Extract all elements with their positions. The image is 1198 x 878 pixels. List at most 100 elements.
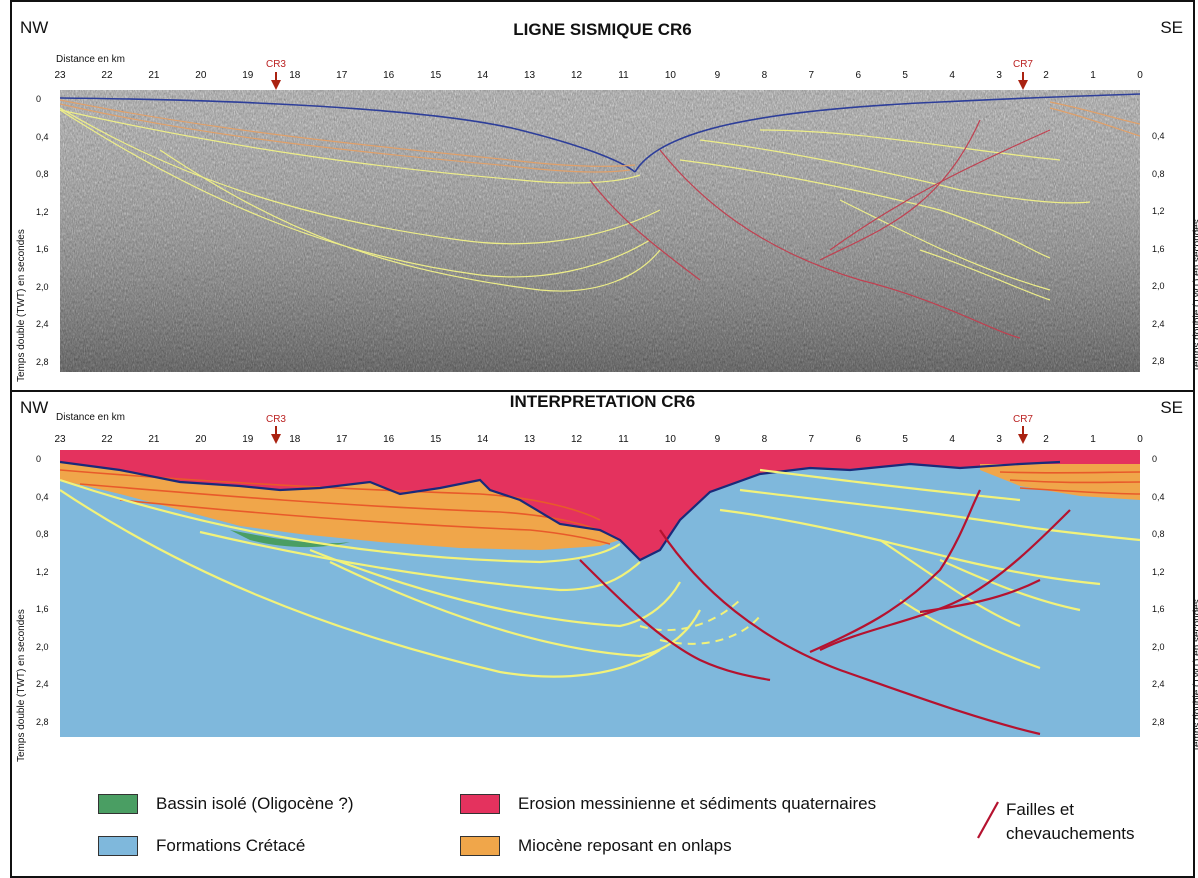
y-axis-label-left: Temps double (TWT) en secondes — [16, 229, 27, 382]
x-tick-label: 3 — [996, 434, 1002, 445]
x-tick-label: 20 — [195, 434, 207, 445]
seismic-section-image — [60, 90, 1140, 372]
y-tick-label: 2,4 — [36, 319, 49, 329]
orientation-nw: NW — [20, 398, 49, 417]
y-tick-label: 1,2 — [36, 566, 49, 577]
y-tick-label: 2,0 — [1152, 641, 1165, 652]
fault-legend-icon — [977, 801, 999, 839]
y-tick-label: 2,8 — [36, 356, 49, 367]
y-tick-label: 2,8 — [36, 716, 49, 727]
x-tick-label: 21 — [148, 434, 160, 445]
legend-swatch-cretaceous — [98, 836, 138, 856]
x-tick-label: 21 — [148, 70, 160, 81]
y-tick-label: 1,2 — [1152, 566, 1165, 577]
x-tick-label: 17 — [336, 434, 348, 445]
x-tick-label: 9 — [714, 434, 721, 445]
x-tick-label: 9 — [714, 70, 721, 81]
x-tick-label: 4 — [949, 70, 955, 81]
x-tick-label: 14 — [477, 434, 489, 445]
y-tick-label: 0,4 — [36, 131, 49, 142]
interpretation-panel: NW SE INTERPRETATION CR6 Distance en km … — [10, 390, 1198, 878]
x-tick-label: 19 — [242, 70, 254, 81]
x-tick-label: 19 — [242, 434, 254, 445]
y-tick-label: 1,6 — [36, 604, 49, 614]
x-tick-label: 8 — [761, 434, 768, 445]
orientation-se: SE — [1160, 398, 1183, 417]
y-axis-label-right: Temps double (TWT) en secondes — [1192, 599, 1198, 752]
panel-title: INTERPRETATION CR6 — [509, 392, 696, 411]
legend-label-erosion: Erosion messinienne et sédiments quatern… — [518, 794, 877, 813]
legend-label-miocene: Miocène reposant en onlaps — [518, 836, 732, 855]
y-tick-label: 0,8 — [1152, 529, 1165, 539]
x-tick-label: 23 — [54, 70, 66, 81]
well-cr7-marker — [1022, 426, 1024, 434]
y-tick-label: 1,2 — [1152, 206, 1165, 216]
x-tick-label: 5 — [902, 70, 908, 81]
x-tick-label: 3 — [996, 70, 1002, 81]
y-tick-label: 1,2 — [36, 206, 49, 217]
x-tick-label: 10 — [664, 434, 676, 445]
x-tick-label: 16 — [383, 70, 395, 81]
y-tick-label: 2,8 — [1152, 356, 1165, 366]
y-tick-label: 2,0 — [36, 281, 49, 292]
x-tick-label: 20 — [195, 70, 207, 81]
y-tick-label: 0 — [1152, 454, 1158, 464]
x-tick-label: 6 — [855, 434, 862, 445]
well-cr3-arrow-icon — [271, 80, 281, 90]
y-axis-label-left: Temps double (TWT) en secondes — [16, 609, 27, 762]
y-axis-label-right: Temps double (TWT) en secondes — [1192, 219, 1198, 372]
well-cr7-arrow-icon — [1018, 80, 1028, 90]
messinian-erosion-surface — [60, 460, 1061, 562]
legend-swatch-basin — [98, 794, 138, 814]
y-tick-label: 2,0 — [36, 641, 49, 652]
y-tick-label: 1,6 — [36, 244, 49, 254]
x-tick-label: 15 — [430, 434, 442, 445]
orientation-se: SE — [1160, 18, 1183, 37]
x-tick-label: 22 — [101, 434, 113, 445]
y-tick-label: 0,4 — [36, 491, 49, 502]
y-tick-label: 0,4 — [1152, 491, 1165, 502]
fault-4 — [809, 489, 981, 654]
fault-5 — [919, 579, 1041, 614]
well-cr3-label: CR3 — [265, 414, 287, 425]
x-tick-label: 0 — [1137, 434, 1143, 445]
distance-axis-label: Distance en km — [56, 412, 125, 423]
x-tick-label: 15 — [430, 70, 442, 81]
oligocene-basin — [230, 530, 350, 548]
panel-title: LIGNE SISMIQUE CR6 — [513, 20, 692, 39]
x-tick-label: 0 — [1137, 70, 1143, 81]
x-tick-label: 8 — [761, 70, 768, 81]
y-tick-label: 0,8 — [36, 529, 49, 539]
x-tick-label: 6 — [855, 70, 862, 81]
legend-label-faults-1: Failles et — [1006, 800, 1075, 819]
distance-axis-label: Distance en km — [56, 54, 125, 65]
fault-2 — [659, 529, 1041, 736]
y-tick-label: 2,4 — [1152, 679, 1165, 689]
y-tick-label: 1,6 — [1152, 243, 1165, 254]
x-tick-label: 7 — [808, 70, 815, 81]
y-tick-label: 1,6 — [1152, 604, 1165, 614]
fault-3 — [819, 509, 1071, 651]
y-tick-label: 2,4 — [1152, 318, 1165, 329]
x-tick-label: 1 — [1090, 434, 1096, 445]
x-tick-label: 10 — [664, 70, 676, 81]
seismic-line-panel: NW SE LIGNE SISMIQUE CR6 Distance en km … — [10, 0, 1198, 392]
well-cr7-label: CR7 — [1012, 59, 1034, 70]
x-tick-label: 12 — [570, 70, 583, 81]
well-cr7-label: CR7 — [1012, 414, 1034, 425]
y-tick-label: 2,8 — [1152, 716, 1165, 727]
x-tick-label: 13 — [524, 70, 536, 81]
well-cr3-marker — [275, 72, 277, 80]
y-tick-label: 2,0 — [1152, 281, 1165, 291]
x-tick-label: 17 — [336, 70, 348, 81]
messinian-erosion-zone — [60, 450, 1140, 560]
y-tick-label: 2,4 — [36, 679, 49, 689]
x-tick-label: 11 — [618, 70, 629, 81]
well-cr7-arrow-icon — [1018, 434, 1028, 444]
x-tick-label: 7 — [808, 434, 815, 445]
y-tick-label: 0 — [36, 454, 42, 464]
legend-swatch-erosion — [460, 794, 500, 814]
x-tick-label: 11 — [618, 434, 629, 445]
x-tick-label: 14 — [477, 70, 489, 81]
x-tick-label: 18 — [289, 434, 301, 445]
